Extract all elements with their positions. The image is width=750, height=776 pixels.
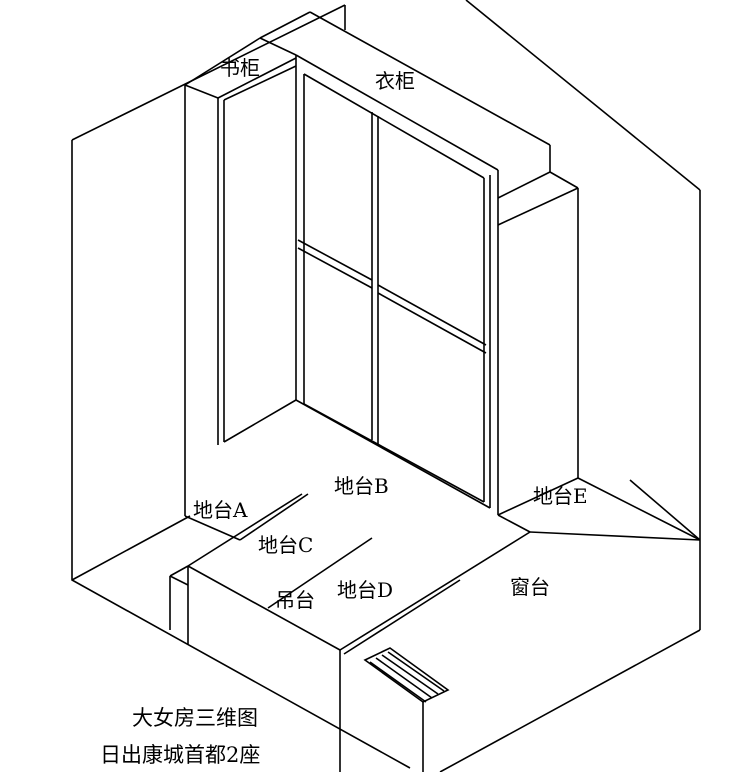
room-walls [71, 0, 701, 769]
label-bookcase: 书柜 [220, 56, 260, 80]
label-platform-d: 地台D [337, 578, 393, 602]
label-window-sill: 窗台 [510, 575, 550, 599]
label-wardrobe: 衣柜 [375, 69, 415, 93]
label-platform-a: 地台A [193, 498, 248, 522]
bookcase [184, 37, 297, 445]
label-platform-e: 地台E [533, 484, 588, 508]
label-platform-c: 地台C [258, 533, 313, 557]
drawing-title: 大女房三维图 [132, 706, 258, 730]
label-hanging-platform: 吊台 [275, 588, 315, 612]
platforms [169, 428, 701, 773]
label-platform-b: 地台B [334, 474, 389, 498]
drawing-subtitle: 日出康城首都2座 [100, 743, 261, 767]
wardrobe [259, 11, 551, 515]
vent-grille [363, 647, 450, 772]
side-cabinet [497, 171, 579, 478]
